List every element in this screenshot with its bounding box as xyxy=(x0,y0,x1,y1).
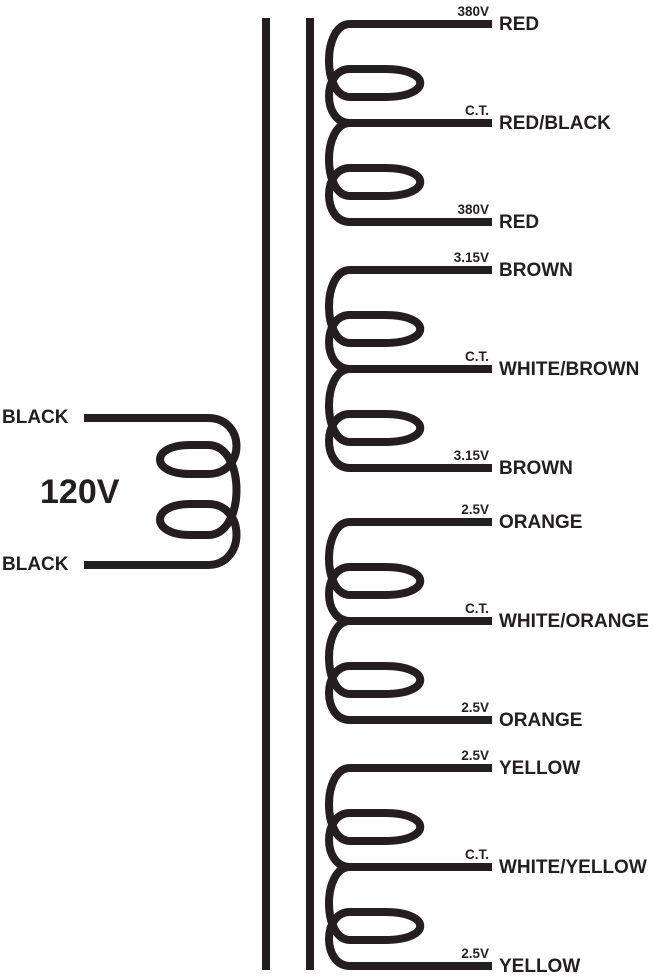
secondary-winding-1: RED 380V RED/BLACK C.T. RED 380V xyxy=(325,4,611,233)
tap-voltage-label: 3.15V xyxy=(454,250,489,265)
primary-voltage-label: 120V xyxy=(40,473,120,511)
tap-voltage-label: C.T. xyxy=(465,601,489,616)
secondary-winding-2: BROWN 3.15V WHITE/BROWN C.T. BROWN 3.15V xyxy=(325,250,639,479)
wire-color-label: RED xyxy=(499,14,539,35)
tap-voltage-label: C.T. xyxy=(465,847,489,862)
wire-color-label: WHITE/ORANGE xyxy=(499,611,649,632)
secondary-winding-3: ORANGE 2.5V WHITE/ORANGE C.T. ORANGE 2.5V xyxy=(325,502,649,731)
tap-voltage-label: 2.5V xyxy=(461,946,489,961)
wire-color-label: WHITE/BROWN xyxy=(499,359,639,380)
tap-voltage-label: C.T. xyxy=(465,103,489,118)
wire-color-label: YELLOW xyxy=(499,956,580,977)
tap-voltage-label: 2.5V xyxy=(461,502,489,517)
wire-color-label: BROWN xyxy=(499,260,573,281)
primary-winding: BLACK BLACK 120V xyxy=(2,407,241,575)
tap-voltage-label: 2.5V xyxy=(461,748,489,763)
tap-voltage-label: 380V xyxy=(457,202,489,217)
wire-color-label: ORANGE xyxy=(499,512,582,533)
wire-color-label: RED xyxy=(499,212,539,233)
secondary-winding-4: YELLOW 2.5V WHITE/YELLOW C.T. YELLOW 2.5V xyxy=(325,748,647,977)
tap-voltage-label: C.T. xyxy=(465,349,489,364)
primary-lead-label-bottom: BLACK xyxy=(2,554,69,575)
wire-color-label: WHITE/YELLOW xyxy=(499,857,647,878)
tap-voltage-label: 2.5V xyxy=(461,700,489,715)
tap-voltage-label: 380V xyxy=(457,4,489,19)
wire-color-label: ORANGE xyxy=(499,710,582,731)
wire-color-label: RED/BLACK xyxy=(499,113,611,134)
secondary-windings: RED 380V RED/BLACK C.T. RED 380V BROWN 3.15V WHI… xyxy=(325,4,649,977)
primary-coil xyxy=(84,414,241,569)
tap-voltage-label: 3.15V xyxy=(454,448,489,463)
wire-color-label: YELLOW xyxy=(499,758,580,779)
wire-color-label: BROWN xyxy=(499,458,573,479)
primary-lead-label-top: BLACK xyxy=(2,407,69,428)
